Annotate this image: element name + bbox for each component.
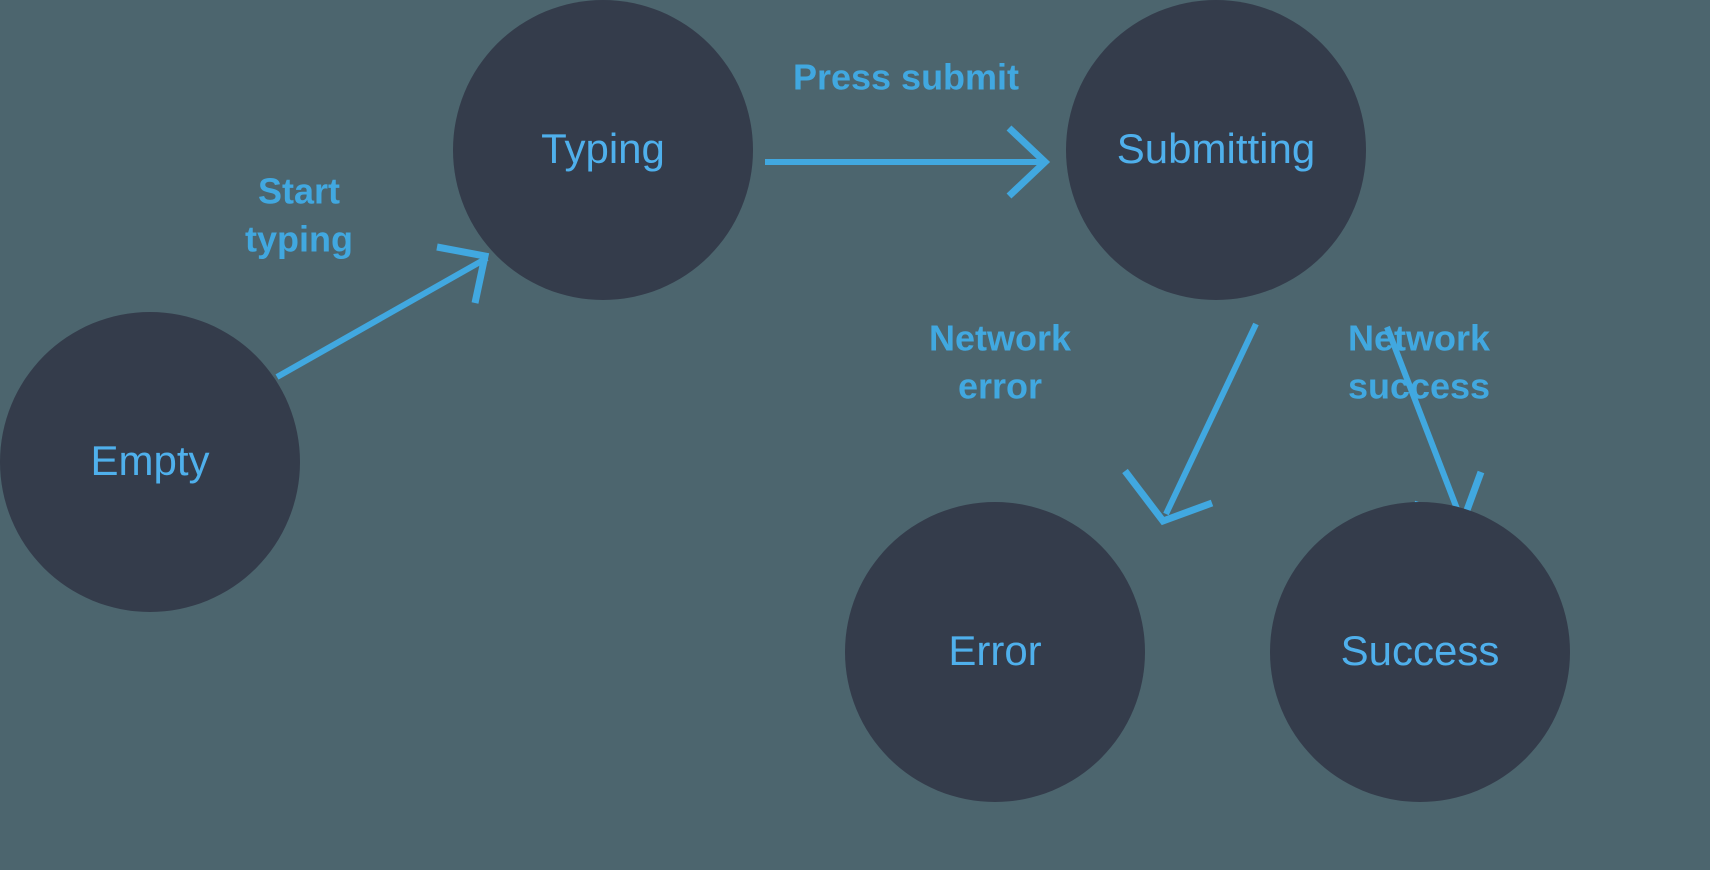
edge-submitting-to-success: Network success [1348, 318, 1491, 526]
edge-label-network-error-line2: error [958, 366, 1042, 407]
node-empty[interactable]: Empty [0, 312, 300, 612]
node-label-submitting: Submitting [1117, 125, 1315, 172]
edge-label-start-typing-line2: typing [245, 219, 353, 260]
node-success[interactable]: Success [1270, 502, 1570, 802]
edge-line-start-typing [275, 255, 489, 380]
edge-line-network-error [1163, 322, 1259, 516]
node-circle-error[interactable] [845, 502, 1145, 802]
edge-label-network-error-line1: Network [929, 318, 1072, 359]
node-circle-success[interactable] [1270, 502, 1570, 802]
node-error[interactable]: Error [845, 502, 1145, 802]
edge-typing-to-submitting: Press submit [765, 57, 1051, 199]
edge-label-network-success-line1: Network [1348, 318, 1491, 359]
node-circle-typing[interactable] [453, 0, 753, 300]
node-typing[interactable]: Typing [453, 0, 753, 300]
arrowhead-start-typing [436, 243, 490, 304]
node-label-typing: Typing [541, 125, 665, 172]
edge-line-network-success [1384, 325, 1462, 516]
edge-submitting-to-error: Network error [929, 318, 1259, 526]
edge-label-press-submit: Press submit [793, 57, 1019, 98]
arrowhead-network-error [1122, 468, 1214, 526]
arrowhead-press-submit [1006, 125, 1051, 199]
node-circle-empty[interactable] [0, 312, 300, 612]
edge-empty-to-typing: Start typing [245, 171, 490, 380]
node-label-success: Success [1341, 627, 1500, 674]
node-submitting[interactable]: Submitting [1066, 0, 1366, 300]
node-label-error: Error [948, 627, 1041, 674]
node-circle-submitting[interactable] [1066, 0, 1366, 300]
edge-label-network-success-line2: success [1348, 366, 1490, 407]
node-label-empty: Empty [90, 437, 209, 484]
edge-label-start-typing-line1: Start [258, 171, 340, 212]
